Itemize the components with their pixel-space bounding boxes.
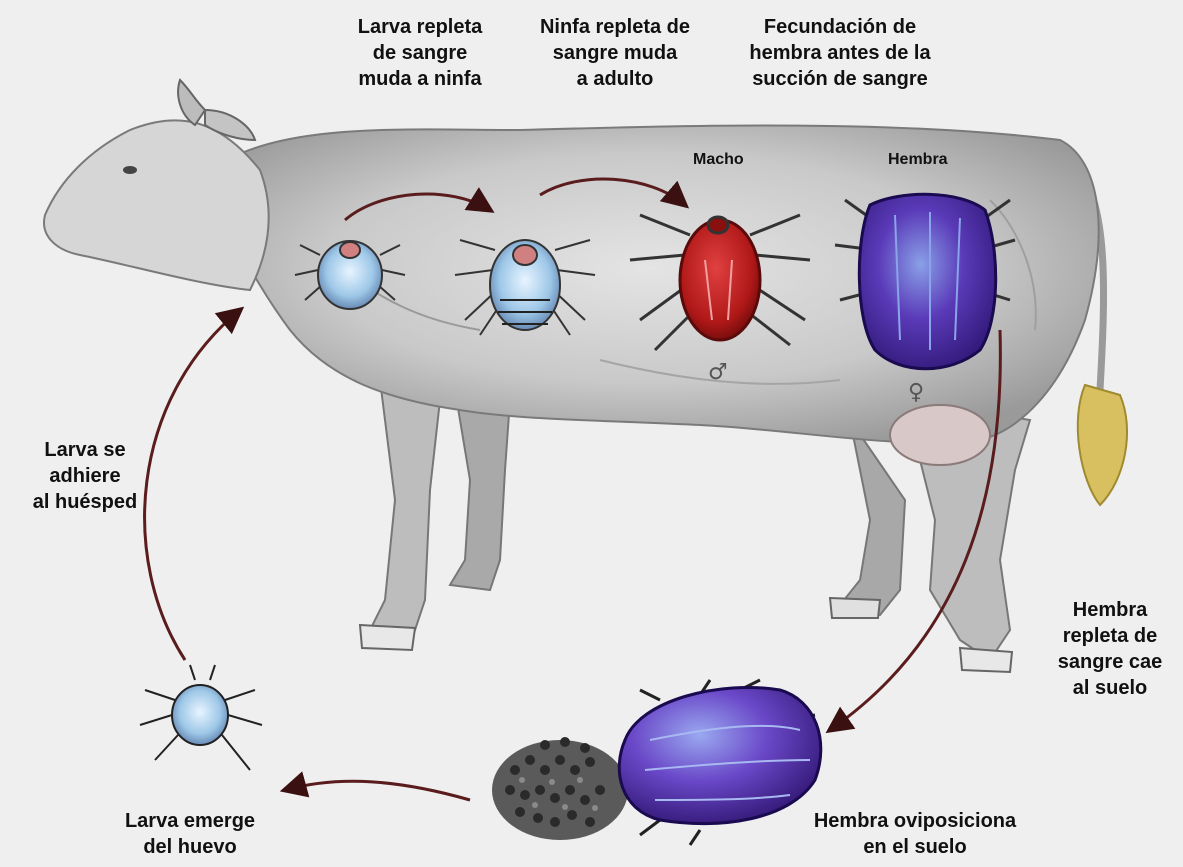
female-symbol-icon: ♀	[908, 380, 924, 405]
arrow-eggs-to-larva	[285, 781, 470, 800]
label-male: Macho	[693, 150, 744, 170]
label-female: Hembra	[888, 150, 948, 170]
label-female-lays-eggs: Hembra oviposiciona en el suelo	[790, 808, 1040, 860]
egg-mass-icon	[492, 737, 628, 840]
label-larva-hatches: Larva emerge del huevo	[100, 808, 280, 860]
male-symbol-icon: ♂	[708, 360, 728, 385]
label-nymph-molts-to-adult: Ninfa repleta de sangre muda a adulto	[515, 14, 715, 92]
ground-larva-icon	[140, 665, 262, 770]
label-fertilization: Fecundación de hembra antes de la succió…	[725, 14, 955, 92]
label-engorged-female-drops: Hembra repleta de sangre cae al suelo	[1045, 597, 1175, 701]
cow-illustration	[44, 80, 1127, 672]
label-larva-molts-to-nymph: Larva repleta de sangre muda a ninfa	[330, 14, 510, 92]
label-larva-attaches: Larva se adhiere al huésped	[10, 437, 160, 515]
